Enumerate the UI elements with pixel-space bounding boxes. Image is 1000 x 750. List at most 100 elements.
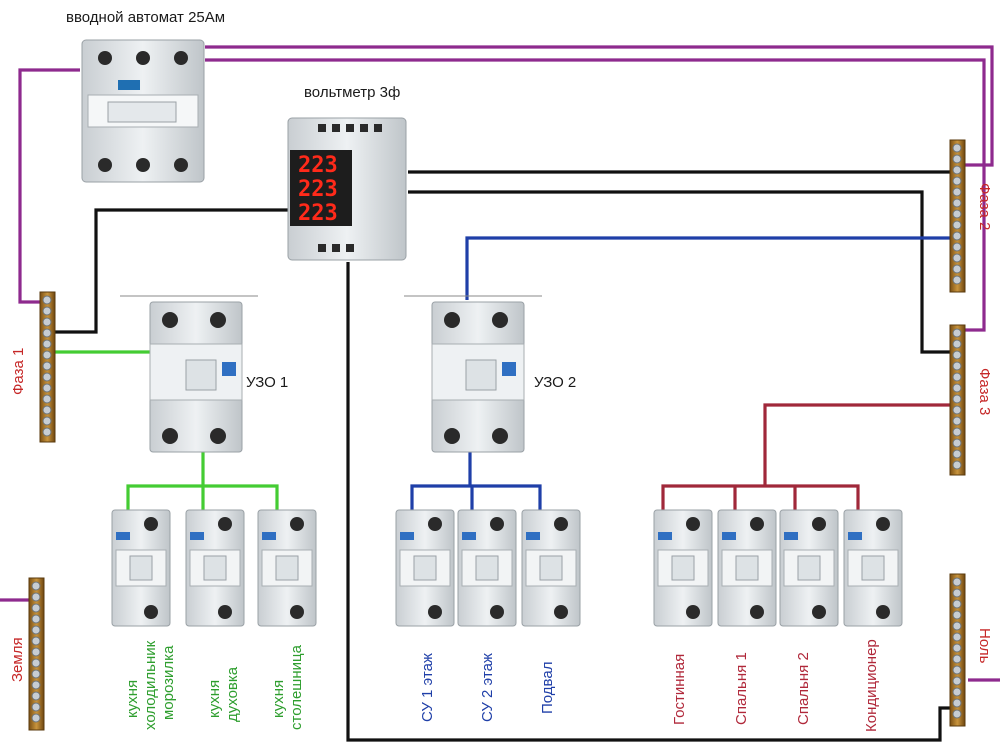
busbar-screw (952, 698, 962, 708)
busbar-screw (952, 165, 962, 175)
circuit-breaker (779, 509, 839, 627)
phase2-label: Фаза 2 (976, 183, 993, 230)
circuit-label: кухня (270, 680, 287, 718)
circuit-breakers (111, 509, 903, 627)
phase3-label: Фаза 3 (976, 368, 993, 415)
neutral-return-wire (346, 262, 958, 742)
circuit-breaker (185, 509, 245, 627)
busbar-screw (42, 350, 52, 360)
busbar-screw (31, 614, 41, 624)
busbar-screw (952, 350, 962, 360)
voltmeter-label: вольтметр 3ф (304, 84, 400, 101)
circuit-label: Спальня 2 (795, 652, 812, 725)
busbar-screw (952, 231, 962, 241)
circuit-label: кухня (124, 680, 141, 718)
circuit-label: духовка (224, 666, 241, 722)
circuit-breaker (521, 509, 581, 627)
rcd2 (431, 301, 525, 453)
busbar-screw (952, 632, 962, 642)
busbar-screw (952, 577, 962, 587)
phase3-circuit-labels: Гостинная Спальня 1 Спальня 2 Кондиционе… (671, 639, 880, 732)
voltmeter-reading-2: 223 (298, 177, 338, 202)
busbar-screw (42, 361, 52, 371)
voltmeter-reading-3: 223 (298, 201, 338, 226)
busbar-screw (952, 438, 962, 448)
busbar-screw (31, 658, 41, 668)
phase-feed-wire-3 (205, 58, 986, 332)
busbar-screw (952, 654, 962, 664)
busbar-screw (952, 339, 962, 349)
ground-label: Земля (9, 637, 26, 682)
busbar-screw (952, 676, 962, 686)
rcd2-distribution-wire (410, 484, 542, 510)
phase3-distribution-wire (661, 403, 958, 510)
busbar-screw (952, 176, 962, 186)
busbar-screw (31, 592, 41, 602)
voltmeter: 223 223 223 (287, 117, 407, 261)
circuit-label: кухня (206, 680, 223, 718)
circuit-breaker (257, 509, 317, 627)
busbar-screw (42, 317, 52, 327)
busbar-screw (952, 460, 962, 470)
busbar-screw (952, 198, 962, 208)
busbar-screw (31, 636, 41, 646)
busbar-screw (952, 394, 962, 404)
busbar-screw (952, 665, 962, 675)
circuit-breaker (111, 509, 171, 627)
busbar-screw (42, 306, 52, 316)
rcd2-circuit-labels: СУ 1 этаж СУ 2 этаж Подвал (419, 653, 556, 722)
busbar-screw (31, 669, 41, 679)
busbar-screw (952, 588, 962, 598)
rcd2-input-wire (465, 236, 958, 300)
busbar-screw (952, 709, 962, 719)
busbar-screw (952, 427, 962, 437)
busbar-screw (42, 416, 52, 426)
circuit-label: СУ 1 этаж (419, 653, 436, 722)
circuit-breaker (717, 509, 777, 627)
busbar-screw (952, 449, 962, 459)
circuit-breaker (395, 509, 455, 627)
busbar-screw (31, 680, 41, 690)
busbar-screw (42, 405, 52, 415)
circuit-label: столешница (288, 644, 305, 730)
busbar-screw (952, 220, 962, 230)
circuit-breaker (653, 509, 713, 627)
wires (0, 45, 1000, 742)
circuit-label: СУ 2 этаж (479, 653, 496, 722)
busbar-screw (42, 427, 52, 437)
busbar-screw (952, 687, 962, 697)
busbar-screw (952, 275, 962, 285)
rcd1 (149, 301, 243, 453)
busbar-screw (42, 394, 52, 404)
voltmeter-reading-1: 223 (298, 153, 338, 178)
busbar-screw (952, 328, 962, 338)
busbar-screw (952, 621, 962, 631)
phase-feed-wire-2 (205, 45, 994, 167)
circuit-label: морозилка (160, 645, 177, 720)
busbar-screw (952, 187, 962, 197)
busbar-screw (952, 643, 962, 653)
busbar-screw (952, 610, 962, 620)
circuit-breaker (457, 509, 517, 627)
busbar-screw (952, 143, 962, 153)
busbar-screw (42, 328, 52, 338)
busbar-screw (31, 625, 41, 635)
busbar-screw (952, 383, 962, 393)
busbar-screw (31, 691, 41, 701)
voltmeter-wire-phase3 (408, 190, 958, 354)
busbar-screw (31, 702, 41, 712)
busbar-screw (31, 603, 41, 613)
busbar-screw (42, 383, 52, 393)
circuit-label: Кондиционер (863, 639, 880, 732)
rcd1-label: УЗО 1 (246, 374, 288, 391)
circuit-label: Спальня 1 (733, 652, 750, 725)
busbar-screw (952, 209, 962, 219)
rcd2-label: УЗО 2 (534, 374, 576, 391)
circuit-label: Подвал (539, 662, 556, 714)
busbar-screw (42, 295, 52, 305)
busbar-screw (952, 253, 962, 263)
phase1-label: Фаза 1 (10, 348, 27, 395)
busbar-screw (952, 405, 962, 415)
busbar-screw (952, 599, 962, 609)
voltmeter-wire-phase1 (55, 208, 288, 334)
